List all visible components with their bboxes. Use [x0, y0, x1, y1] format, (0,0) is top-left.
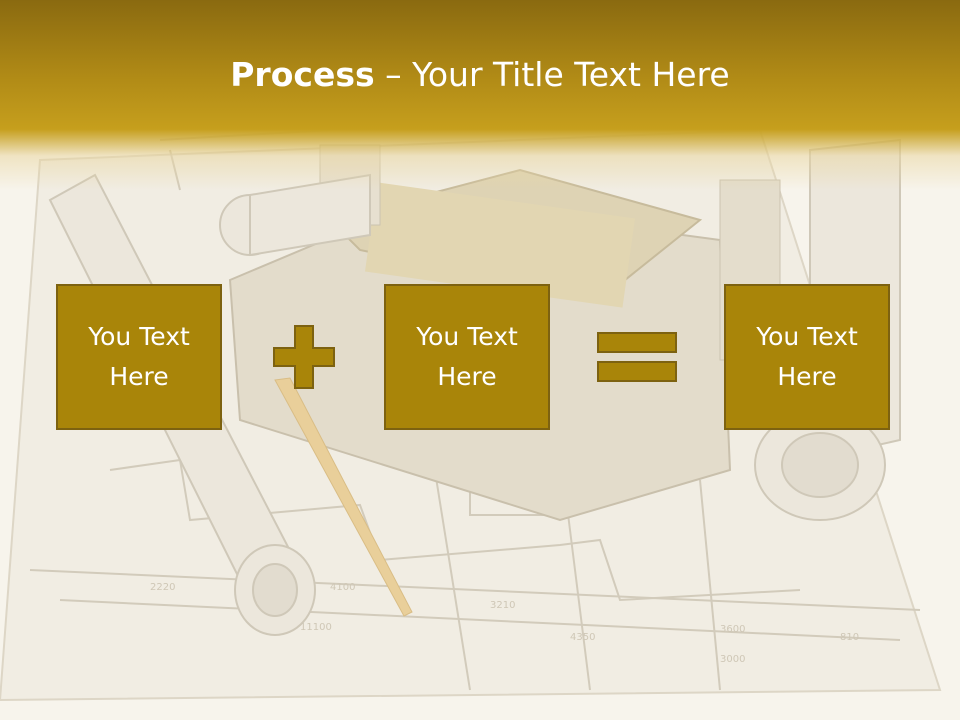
process-box-1[interactable]: You Text Here [56, 284, 222, 430]
title-bar [0, 0, 960, 190]
title-separator: – [374, 55, 413, 94]
svg-text:3000: 3000 [720, 654, 745, 665]
svg-text:810: 810 [840, 632, 859, 643]
svg-text:3210: 3210 [490, 600, 515, 611]
title-bold-word: Process [230, 55, 375, 94]
title-text: Your Title Text Here [412, 55, 730, 94]
slide-title: Process – Your Title Text Here [0, 50, 960, 100]
process-box-3-text: You Text Here [756, 322, 858, 391]
svg-text:2220: 2220 [150, 582, 175, 593]
svg-text:4100: 4100 [330, 582, 355, 593]
svg-text:11100: 11100 [300, 622, 332, 633]
plus-icon [273, 325, 335, 389]
svg-text:3600: 3600 [720, 624, 745, 635]
svg-text:4350: 4350 [570, 632, 595, 643]
process-box-3[interactable]: You Text Here [724, 284, 890, 430]
process-box-2-text: You Text Here [416, 322, 518, 391]
process-box-2[interactable]: You Text Here [384, 284, 550, 430]
equals-icon [597, 332, 677, 382]
process-box-1-text: You Text Here [88, 322, 190, 391]
